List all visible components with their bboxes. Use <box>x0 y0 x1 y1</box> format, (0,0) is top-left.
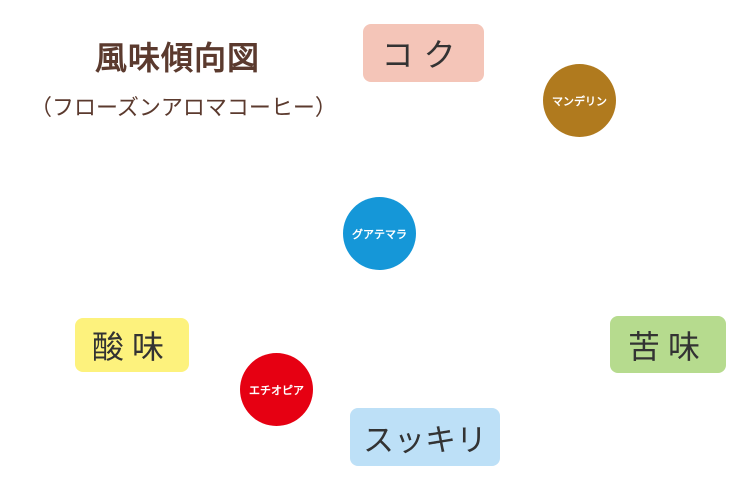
bean-label: マンデリン <box>552 94 607 108</box>
axis-label-left: 酸味 <box>75 318 189 372</box>
bean-guatemala: グアテマラ <box>343 197 416 270</box>
bean-ethiopia: エチオピア <box>240 353 313 426</box>
bean-mandheling: マンデリン <box>543 64 616 137</box>
axis-label-bottom: スッキリ <box>350 408 500 466</box>
diagram-title: 風味傾向図 <box>95 39 261 77</box>
axis-label-right: 苦味 <box>610 316 726 373</box>
diagram-subtitle: （フローズンアロマコーヒー） <box>30 96 337 121</box>
bean-label: エチオピア <box>249 383 304 397</box>
axis-label-top: コク <box>363 24 484 82</box>
bean-label: グアテマラ <box>352 227 407 241</box>
